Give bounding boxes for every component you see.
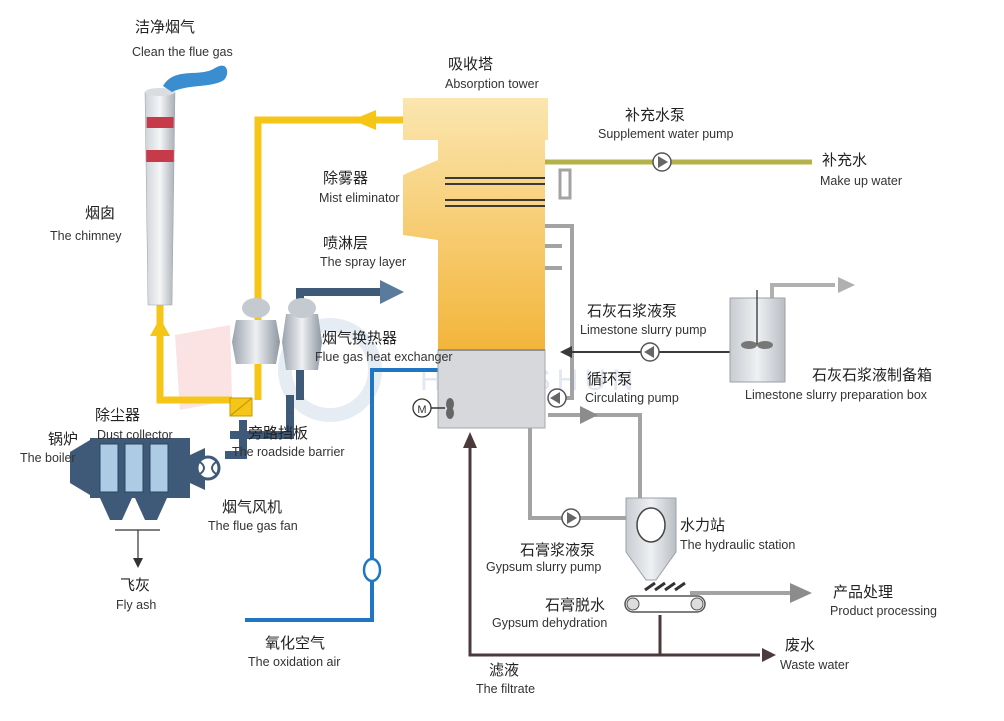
dust-label-zh: 除尘器 [95,406,140,424]
gypsum-pump-label-zh: 石膏浆液泵 [520,541,595,559]
dust-collector [70,438,205,568]
arrow-icon [580,406,598,424]
arrow-icon [790,583,812,603]
ls-box-label-zh: 石灰石浆液制备箱 [812,366,932,384]
bypass-label-en: The roadside barrier [232,445,345,459]
dust-label-en: Dust collector [97,428,173,442]
bypass-label-zh: 旁路挡板 [248,424,308,442]
absorption-tower [403,98,548,429]
gypsum-pump-label-en: Gypsum slurry pump [486,560,601,574]
supp-pump-label-en: Supplement water pump [598,127,734,141]
arrow-icon [838,277,855,293]
product-label-zh: 产品处理 [833,583,893,601]
clean-gas-label-en: Clean the flue gas [132,45,233,59]
labels: 洁净烟气 Clean the flue gas 烟囱 The chimney 吸… [20,18,937,696]
smoke-plume [163,65,228,92]
oxidation-air-pipe [245,368,440,622]
agitator: M [412,398,454,419]
oxidation-air-valve-icon [362,557,382,583]
makeup-water-label-zh: 补充水 [822,151,867,169]
hydraulic-label-zh: 水力站 [680,516,725,534]
spray-label-zh: 喷淋层 [323,234,368,252]
clean-gas-label-zh: 洁净烟气 [135,18,195,36]
boiler-label-en: The boiler [20,451,76,465]
arrow-icon [560,346,572,358]
supplement-water-pump-icon [652,152,672,172]
mist-label-zh: 除雾器 [323,169,368,187]
motor-label: M [417,404,426,416]
filtrate-pipe [468,438,760,657]
gypsum-dehyd-label-en: Gypsum dehydration [492,616,607,630]
hydraulic-station [625,497,677,581]
chimney-label-zh: 烟囱 [85,204,115,222]
spray-riser [558,168,572,200]
gypsum-slurry-pump-icon [561,508,581,528]
circulating-pump-icon [547,388,567,408]
heat-exchanger-label-zh: 烟气换热器 [322,329,397,347]
arrow-icon [133,558,143,568]
fly-ash-label-zh: 飞灰 [120,576,150,594]
chimney [144,65,228,306]
waste-water-label-en: Waste water [780,658,849,672]
oxidation-label-zh: 氧化空气 [265,634,325,652]
fan-label-zh: 烟气风机 [222,498,282,516]
gypsum-dehyd-label-zh: 石膏脱水 [545,596,605,614]
heat-exchanger-label-en: Flue gas heat exchanger [315,350,453,364]
filtrate-label-en: The filtrate [476,682,535,696]
limestone-preparation-box [729,290,786,383]
arrow-icon [762,648,776,662]
circ-pump-label-zh: 循环泵 [587,370,632,388]
boiler-label-zh: 锅炉 [48,430,78,448]
filtrate-label-zh: 滤液 [489,661,519,679]
chimney-label-en: The chimney [50,229,122,243]
hydraulic-label-en: The hydraulic station [680,538,795,552]
supp-pump-label-zh: 补充水泵 [625,106,685,124]
makeup-water-label-en: Make up water [820,174,902,188]
mist-label-en: Mist eliminator [319,191,400,205]
arrow-icon [352,110,376,130]
waste-water-label-zh: 废水 [785,636,815,654]
limestone-slurry-pump-icon [640,342,660,362]
circ-pump-label-en: Circulating pump [585,391,679,405]
ls-pump-label-en: Limestone slurry pump [580,323,706,337]
absorption-label-en: Absorption tower [445,77,539,91]
flue-gas-heat-exchanger [229,298,322,417]
ls-pump-label-zh: 石灰石浆液泵 [587,302,677,320]
oxidation-label-en: The oxidation air [248,655,340,669]
absorption-label-zh: 吸收塔 [448,55,493,73]
product-label-en: Product processing [830,604,937,618]
limestone-feed-pipe [770,283,835,298]
gypsum-dehydration-belt [624,581,706,613]
arrow-icon [380,280,404,304]
ls-box-label-en: Limestone slurry preparation box [745,388,928,402]
fan-label-en: The flue gas fan [208,519,298,533]
fly-ash-label-en: Fly ash [116,598,156,612]
flue-gas-fan [195,455,221,481]
arrow-icon [463,432,477,448]
spray-label-en: The spray layer [320,255,406,269]
arrow-icon [150,318,170,336]
